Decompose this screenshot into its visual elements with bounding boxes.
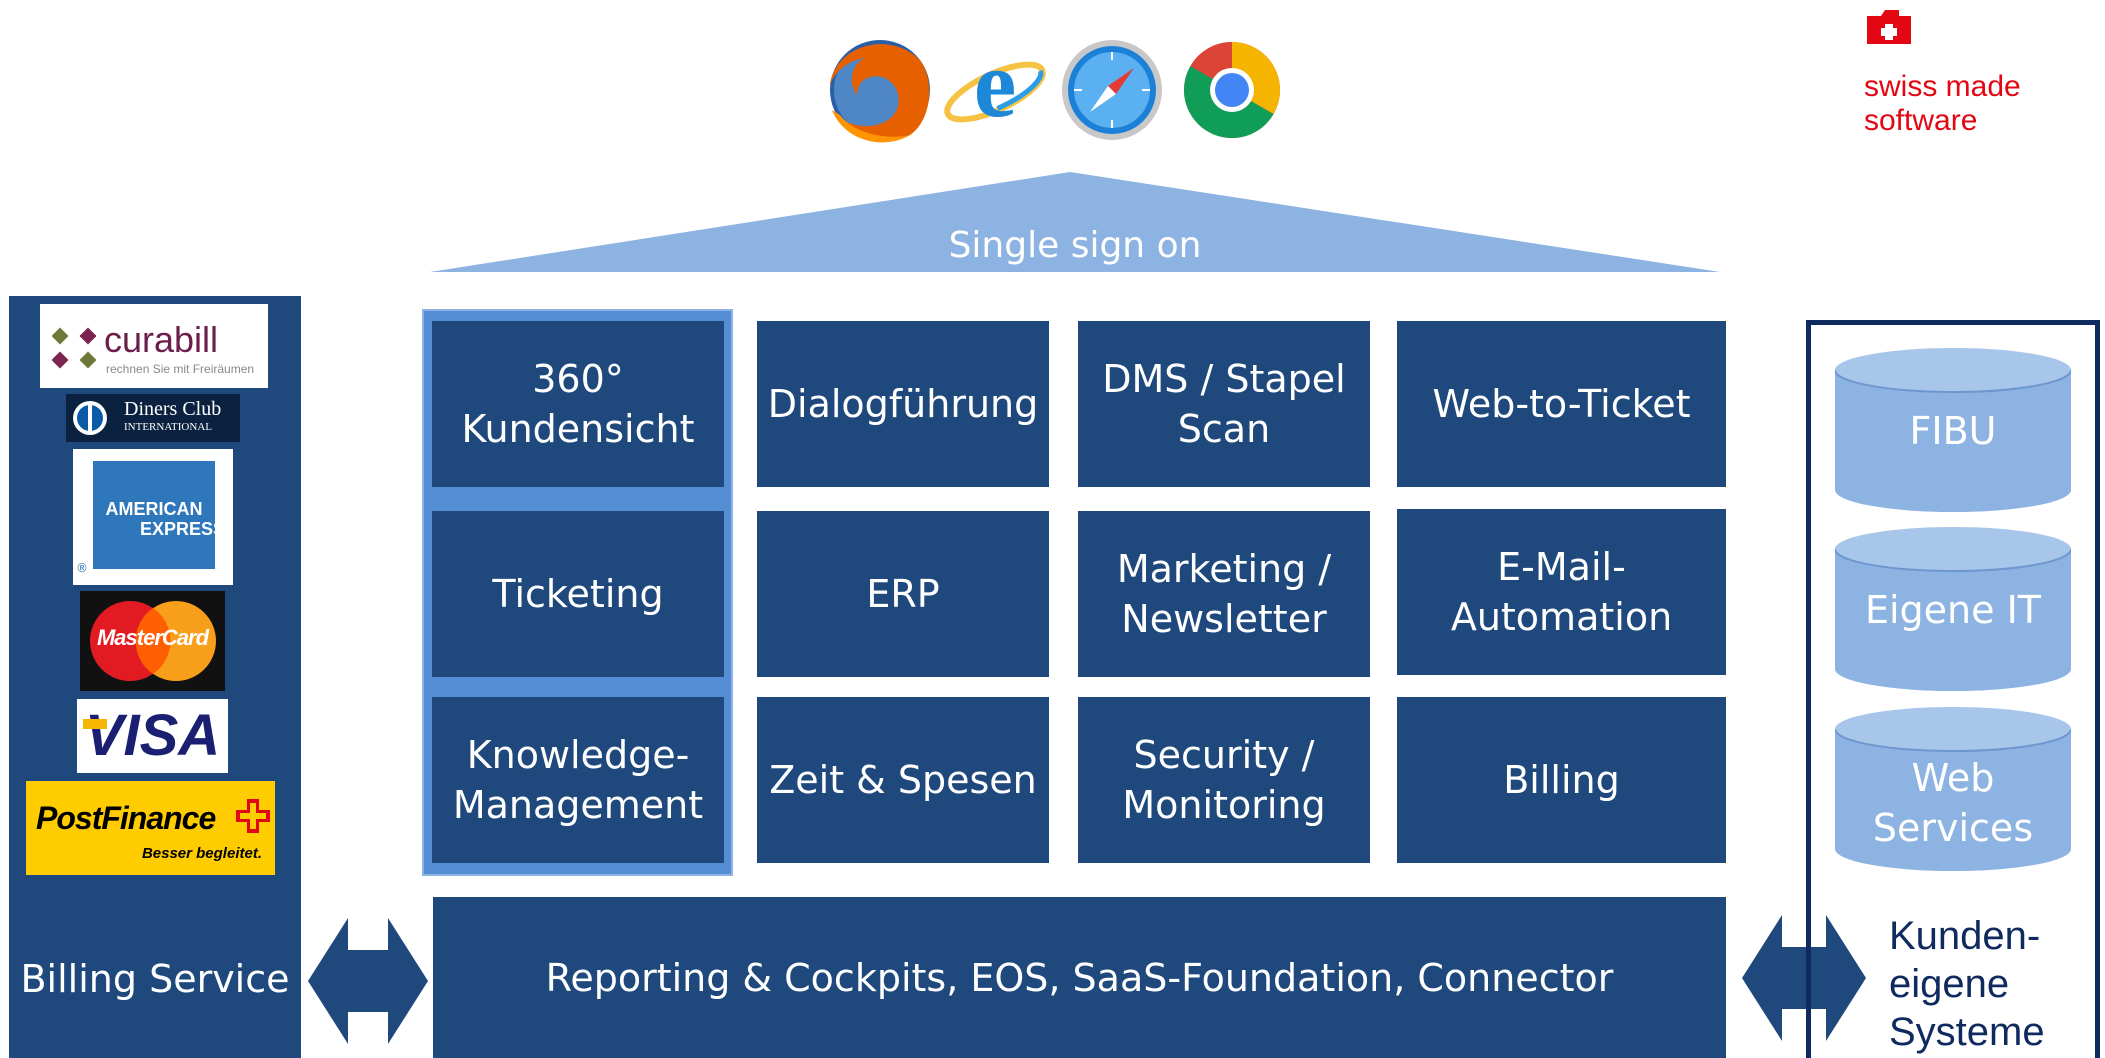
module-tile[interactable]: ERP bbox=[757, 511, 1049, 677]
curabill-mark-icon bbox=[52, 327, 96, 369]
customer-systems-label: Kunden- eigene Systeme bbox=[1889, 914, 2045, 1054]
visa-logo: VISA bbox=[77, 699, 228, 773]
safari-icon bbox=[1062, 40, 1162, 140]
customer-systems-panel bbox=[1806, 320, 2100, 1058]
module-tile[interactable]: Ticketing bbox=[432, 511, 724, 677]
left-double-arrow-icon bbox=[308, 918, 428, 1044]
database-cylinder[interactable]: Eigene IT bbox=[1835, 527, 2071, 691]
brand-line-2: software bbox=[1864, 104, 1978, 137]
module-tile[interactable]: Billing bbox=[1397, 697, 1726, 863]
diners-mark-icon bbox=[73, 401, 107, 435]
swiss-made-software-logo: swiss made software bbox=[1862, 8, 2062, 140]
curabill-logo: curabill rechnen Sie mit Freiräumen bbox=[40, 304, 268, 388]
module-tile[interactable]: Knowledge- Management bbox=[432, 697, 724, 863]
mastercard-logo: MasterCard bbox=[80, 591, 225, 691]
module-tile[interactable]: Dialogführung bbox=[757, 321, 1049, 487]
database-label: Web Services bbox=[1872, 756, 2034, 850]
firefox-icon bbox=[830, 40, 930, 143]
database-label: Eigene IT bbox=[1864, 588, 2042, 632]
diners-club-logo: Diners Club INTERNATIONAL bbox=[66, 394, 240, 442]
module-tile[interactable]: DMS / Stapel Scan bbox=[1078, 321, 1370, 487]
registered-icon: ® bbox=[76, 561, 88, 575]
module-tile[interactable]: 360° Kundensicht bbox=[432, 321, 724, 487]
billing-service-label: Billing Service bbox=[20, 957, 290, 1001]
foundation-bar[interactable]: Reporting & Cockpits, EOS, SaaS-Foundati… bbox=[433, 897, 1726, 1058]
postfinance-logo: PostFinance Besser begleitet. bbox=[26, 781, 275, 875]
single-sign-on-roof: Single sign on bbox=[430, 172, 1720, 272]
american-express-logo: AMERICAN EXPRESS ® bbox=[73, 449, 233, 585]
module-tile[interactable]: Web-to-Ticket bbox=[1397, 321, 1726, 487]
module-tile[interactable]: E-Mail- Automation bbox=[1397, 509, 1726, 675]
database-cylinder[interactable]: FIBU bbox=[1835, 348, 2071, 512]
database-cylinder[interactable]: Web Services bbox=[1835, 707, 2071, 871]
browser-icons: e bbox=[820, 30, 1300, 144]
sso-label: Single sign on bbox=[948, 225, 1202, 266]
right-double-arrow-icon bbox=[1742, 915, 1866, 1041]
database-label: FIBU bbox=[1909, 409, 1997, 453]
swiss-cross-icon bbox=[1867, 10, 1911, 44]
postfinance-cross-icon bbox=[236, 799, 270, 833]
svg-text:e: e bbox=[974, 32, 1017, 137]
module-tile[interactable]: Marketing / Newsletter bbox=[1078, 511, 1370, 677]
module-tile[interactable]: Zeit & Spesen bbox=[757, 697, 1049, 863]
mastercard-circles-icon bbox=[90, 601, 216, 681]
internet-explorer-icon: e bbox=[944, 30, 1046, 137]
module-tile[interactable]: Security / Monitoring bbox=[1078, 697, 1370, 863]
brand-line-1: swiss made bbox=[1864, 70, 2021, 103]
chrome-icon bbox=[1183, 41, 1281, 139]
